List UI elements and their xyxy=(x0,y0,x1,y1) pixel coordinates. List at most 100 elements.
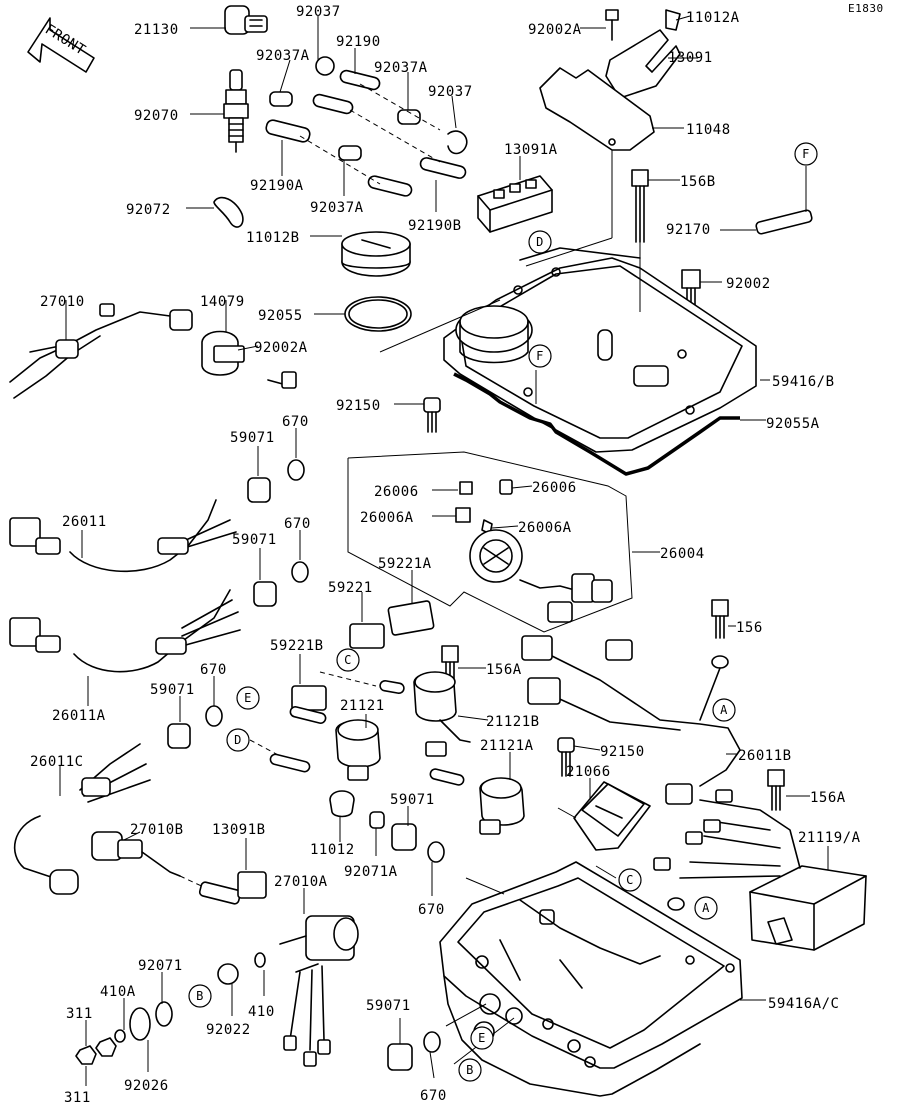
part-label: 92072 xyxy=(126,202,171,218)
part-label: 670 xyxy=(284,516,311,532)
part-label: 92055A xyxy=(766,416,820,432)
part-label: 11012A xyxy=(686,10,740,26)
part-label: 26006A xyxy=(360,510,414,526)
part-label: 21119/A xyxy=(798,830,861,846)
o-ring-icon xyxy=(205,459,445,1053)
part-label: 59221B xyxy=(270,638,324,654)
part-label: 59071 xyxy=(150,682,195,698)
part-label: 11048 xyxy=(686,122,731,138)
part-label: 13091A xyxy=(504,142,558,158)
part-label: 26004 xyxy=(660,546,705,562)
o-ring-icon xyxy=(348,299,408,329)
harness-icon xyxy=(9,499,237,573)
spark-plug-cap-icon xyxy=(224,5,268,35)
callout-letter: A xyxy=(702,901,710,915)
band-clamp-icon xyxy=(213,196,244,228)
part-label: 59416/B xyxy=(772,374,835,390)
plate-icon xyxy=(755,209,813,235)
front-arrow-icon xyxy=(27,17,95,73)
wiring-bracket-outline xyxy=(347,451,633,633)
part-label: 92071 xyxy=(138,958,183,974)
callout-letter: F xyxy=(536,349,544,363)
bolt-icon xyxy=(423,397,441,433)
cdi-unit-icon xyxy=(653,789,867,951)
part-label: 27010B xyxy=(130,822,184,838)
part-label: 59071 xyxy=(230,430,275,446)
part-label: 410A xyxy=(100,984,136,1000)
spark-plug-icon xyxy=(223,69,249,153)
part-label: 311 xyxy=(64,1090,91,1103)
part-label: 59221A xyxy=(378,556,432,572)
part-label: 59071 xyxy=(232,532,277,548)
part-label: 156A xyxy=(810,790,846,806)
grommet-icon xyxy=(167,477,417,1071)
part-label: 156B xyxy=(680,174,716,190)
part-label: 670 xyxy=(282,414,309,430)
part-drawings xyxy=(9,5,867,1097)
harness-icon xyxy=(9,303,297,399)
part-label: 92037 xyxy=(296,4,341,20)
part-label: 92002A xyxy=(528,22,582,38)
part-label: 26011A xyxy=(52,708,106,724)
bracket-icon xyxy=(539,9,681,151)
leader-lines xyxy=(59,15,829,1086)
part-label: 26006 xyxy=(532,480,577,496)
part-label: 26006 xyxy=(374,484,419,500)
gasket-icon xyxy=(453,372,740,476)
part-number-labels: 211309203792037A9219092037A9203792002A11… xyxy=(30,4,861,1103)
reference-callouts xyxy=(188,142,818,1082)
part-label: 92070 xyxy=(134,108,179,124)
part-label: 156A xyxy=(486,662,522,678)
harness-icon xyxy=(9,589,241,673)
harness-icon xyxy=(91,831,267,905)
o-ring-icon xyxy=(344,296,412,332)
part-label: 26006A xyxy=(518,520,572,536)
callout-letter: A xyxy=(720,703,728,717)
bolt-icon xyxy=(631,169,649,243)
hardware-icon xyxy=(75,952,266,1065)
part-label: 21121 xyxy=(340,698,385,714)
part-label: 11012B xyxy=(246,230,300,246)
part-label: 311 xyxy=(66,1006,93,1022)
part-label: 13091B xyxy=(212,822,266,838)
callout-letter: C xyxy=(626,873,634,887)
part-label: 21130 xyxy=(134,22,179,38)
part-label: 670 xyxy=(420,1088,447,1103)
part-label: 21121A xyxy=(480,738,534,754)
upper-case-icon xyxy=(443,247,757,453)
part-label: 59071 xyxy=(366,998,411,1014)
part-label: 21066 xyxy=(566,764,611,780)
part-label: 59221 xyxy=(328,580,373,596)
callout-letter: B xyxy=(196,989,204,1003)
fuse-icon xyxy=(455,479,513,535)
part-label: 14079 xyxy=(200,294,245,310)
regulator-icon xyxy=(573,781,651,851)
part-label: 59416A/C xyxy=(768,996,839,1012)
part-label: 92026 xyxy=(124,1078,169,1094)
part-label: 92190 xyxy=(336,34,381,50)
hose-clips-icon xyxy=(265,56,468,197)
part-label: 92002 xyxy=(726,276,771,292)
callout-letter: F xyxy=(802,147,810,161)
part-label: 27010A xyxy=(274,874,328,890)
connector-icon xyxy=(291,600,435,711)
part-label: 92071A xyxy=(344,864,398,880)
relay-icon xyxy=(279,888,359,1067)
part-label: 92037A xyxy=(310,200,364,216)
part-label: 92055 xyxy=(258,308,303,324)
callout-letter: D xyxy=(536,235,544,249)
part-label: 92150 xyxy=(336,398,381,414)
part-label: 92002A xyxy=(254,340,308,356)
cap-icon xyxy=(341,231,411,277)
ignition-coil-icon xyxy=(249,671,525,835)
part-label: 92037A xyxy=(256,48,310,64)
part-label: 92190B xyxy=(408,218,462,234)
part-label: 92190A xyxy=(250,178,304,194)
harness-icon xyxy=(521,635,741,805)
part-label: 26011B xyxy=(738,748,792,764)
lower-case-icon xyxy=(439,861,743,1097)
part-label: 410 xyxy=(248,1004,275,1020)
part-label: 59071 xyxy=(390,792,435,808)
